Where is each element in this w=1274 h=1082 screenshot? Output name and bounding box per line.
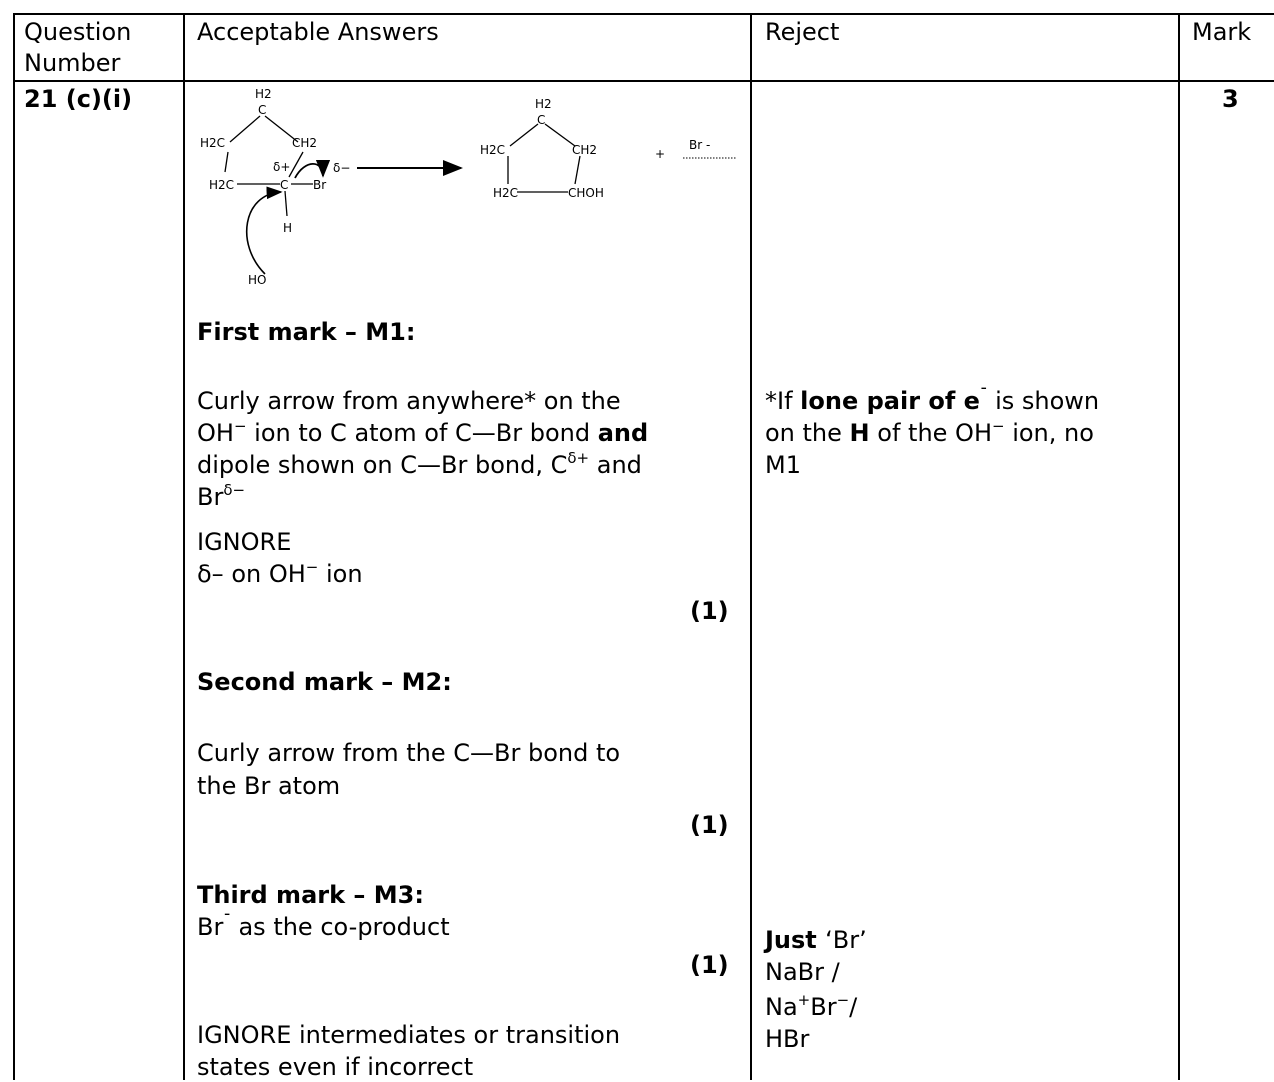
- m2-heading: Second mark – M2:: [197, 668, 452, 696]
- reject-2-line4: HBr: [765, 1025, 810, 1053]
- m2-line2: the Br atom: [197, 772, 341, 800]
- m1-ignore: IGNORE: [197, 528, 292, 556]
- product-label-h2c-bottom: H2C: [493, 186, 518, 200]
- label-c-center: C: [280, 178, 288, 192]
- curly-arrow-ho-to-c: [245, 186, 283, 275]
- label-delta-minus: δ−: [333, 161, 350, 175]
- m2-mark: (1): [690, 811, 729, 839]
- reject-2-line2: NaBr /: [765, 958, 840, 986]
- header-reject: Reject: [765, 18, 840, 46]
- reaction-mechanism-diagram: H2 C H2C CH2 H2C C Br δ+ δ− H HO H2 C H2…: [200, 87, 737, 287]
- m1-ignore-detail: δ– on OH− ion: [197, 558, 363, 589]
- label-h2c-bottom: H2C: [209, 178, 234, 192]
- label-delta-plus: δ+: [273, 160, 290, 174]
- mark-total: 3: [1222, 85, 1239, 113]
- table-left-border: [13, 13, 15, 1080]
- reject-1-line3: M1: [765, 451, 801, 479]
- m3-mark: (1): [690, 951, 729, 979]
- product-label-h2c-left: H2C: [480, 143, 505, 157]
- table-top-border: [13, 13, 1274, 15]
- m1-line1: Curly arrow from anywhere* on the: [197, 387, 621, 415]
- curly-arrow-bond-to-br: [294, 159, 331, 179]
- label-ho: HO: [248, 273, 266, 287]
- product-label-choh: CHOH: [568, 186, 604, 200]
- reject-2-line3: Na+Br−/: [765, 991, 858, 1022]
- header-mark: Mark: [1192, 18, 1252, 46]
- question-number: 21 (c)(i): [24, 85, 133, 113]
- col-divider-3: [1178, 13, 1180, 1080]
- product-label-h2-top: H2: [535, 97, 552, 111]
- reject-1-line2: on the H of the OH− ion, no: [765, 417, 1094, 448]
- product-label-ch2-right: CH2: [572, 143, 597, 157]
- m1-mark: (1): [690, 597, 729, 625]
- label-h2c-left: H2C: [200, 136, 225, 150]
- product-label-c-top: C: [537, 113, 545, 127]
- m1-line3: dipole shown on C—Br bond, Cδ+ and: [197, 449, 642, 480]
- reject-1-line1: *If lone pair of e¯ is shown: [765, 385, 1100, 416]
- m2-line1: Curly arrow from the C—Br bond to: [197, 739, 621, 767]
- col-divider-1: [183, 13, 185, 1080]
- m3-heading: Third mark – M3:: [197, 881, 424, 909]
- ignore-intermediates-line2: states even if incorrect: [197, 1053, 474, 1081]
- m1-line2: OH− ion to C atom of C—Br bond and: [197, 417, 649, 448]
- reject-2-line1: Just ‘Br’: [765, 926, 867, 954]
- header-acceptable-answers: Acceptable Answers: [197, 18, 439, 46]
- label-br-minus: Br -: [689, 138, 710, 152]
- header-question-number: Question Number: [24, 18, 132, 77]
- col-divider-2: [750, 13, 752, 1080]
- m1-line4: Brδ−: [197, 481, 246, 512]
- m3-line1: Br¯ as the co-product: [197, 911, 450, 942]
- label-ch2-right: CH2: [292, 136, 317, 150]
- label-c-top: C: [258, 103, 266, 117]
- label-h2-top: H2: [255, 87, 272, 101]
- ignore-intermediates-line1: IGNORE intermediates or transition: [197, 1021, 621, 1049]
- label-br: Br: [313, 178, 326, 192]
- label-h: H: [283, 221, 292, 235]
- header-bottom-border: [13, 80, 1274, 82]
- label-plus: +: [655, 147, 665, 161]
- m1-heading: First mark – M1:: [197, 318, 416, 346]
